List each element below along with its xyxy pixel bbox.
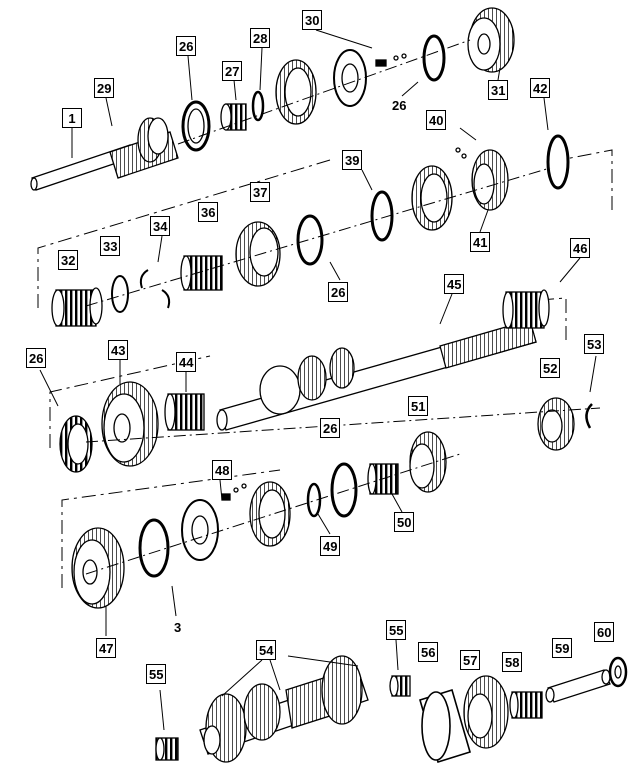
gear-43 [101,381,159,467]
split-ring-34 [139,269,171,309]
callout-40: 40 [426,110,447,130]
bearing-46 [502,289,550,329]
synchro-sleeve-r4 [249,481,291,547]
mainshaft-45 [216,319,537,431]
ring-33 [111,275,129,313]
snap-ring-53 [585,403,593,429]
callout-45: 45 [444,274,465,294]
gear-37 [235,221,281,287]
callout-43: 43 [108,340,129,360]
callout-42: 42 [530,78,551,98]
callout-34: 34 [150,216,171,236]
callout-26-c: 26 [328,282,349,302]
leader-lines [39,29,597,731]
callout-55-b: 55 [146,664,167,684]
shaft-59 [545,669,611,703]
synchro-hub-41 [455,147,509,211]
snap-ring-28 [251,90,265,122]
gear-57 [463,675,509,749]
callout-60: 60 [594,622,615,642]
snap-ring-49 [306,482,322,518]
synchro-ring-26a [181,100,211,152]
callout-53: 53 [584,334,605,354]
ring-42 [546,134,570,190]
callout-50: 50 [394,512,415,532]
callout-1: 1 [62,108,82,128]
gear-47 [71,527,125,609]
callout-26-e: 26 [320,418,341,438]
synchro-ring-3 [138,518,170,578]
synchro-ring-26b [422,34,446,82]
callout-27: 27 [222,61,243,81]
callout-41: 41 [470,232,491,252]
bearing-55-right [389,675,411,697]
callout-26-b: 26 [392,98,407,113]
ball-bearing-52 [537,397,575,451]
bearing-36 [180,255,223,291]
callout-32: 32 [58,250,79,270]
washer-60 [608,656,628,688]
callout-59: 59 [552,638,573,658]
callout-28: 28 [250,28,271,48]
callout-39: 39 [342,150,363,170]
callout-54: 54 [256,640,277,660]
callout-26-d: 26 [26,348,47,368]
callout-57: 57 [460,650,481,670]
callout-29: 29 [94,78,115,98]
callout-26-a: 26 [176,36,197,56]
callout-30: 30 [302,10,323,30]
synchro-sleeve [275,59,317,125]
synchro-hub-48 [181,483,247,561]
callout-48: 48 [212,460,233,480]
callout-33: 33 [100,236,121,256]
synchro-ring-r4 [330,462,358,518]
callout-3: 3 [174,620,182,635]
bearing-55-left [155,737,179,761]
bearing-44 [164,393,205,431]
countershaft-54 [199,655,369,763]
callout-44: 44 [176,352,197,372]
needle-bearing-32 [51,287,103,327]
synchro-hub-30 [333,49,407,107]
callout-51: 51 [408,396,429,416]
gear-31 [467,7,515,73]
synchro-sleeve-40 [411,165,453,231]
callout-31: 31 [488,80,509,100]
callout-37: 37 [250,182,271,202]
callout-46: 46 [570,238,591,258]
synchro-ring-26d [59,415,93,473]
ring-39 [370,190,394,242]
callout-36: 36 [198,202,219,222]
housing-56 [419,688,471,764]
bearing-58 [509,691,543,719]
callout-47: 47 [96,638,117,658]
input-shaft [30,117,179,191]
callout-52: 52 [540,358,561,378]
callout-56: 56 [418,642,439,662]
callout-55-a: 55 [386,620,407,640]
bearing-50 [367,463,399,495]
synchro-ring-26c [296,214,324,266]
gear-r4 [409,431,447,493]
callout-58: 58 [502,652,523,672]
needle-bearing-27 [220,103,247,131]
callout-49: 49 [320,536,341,556]
